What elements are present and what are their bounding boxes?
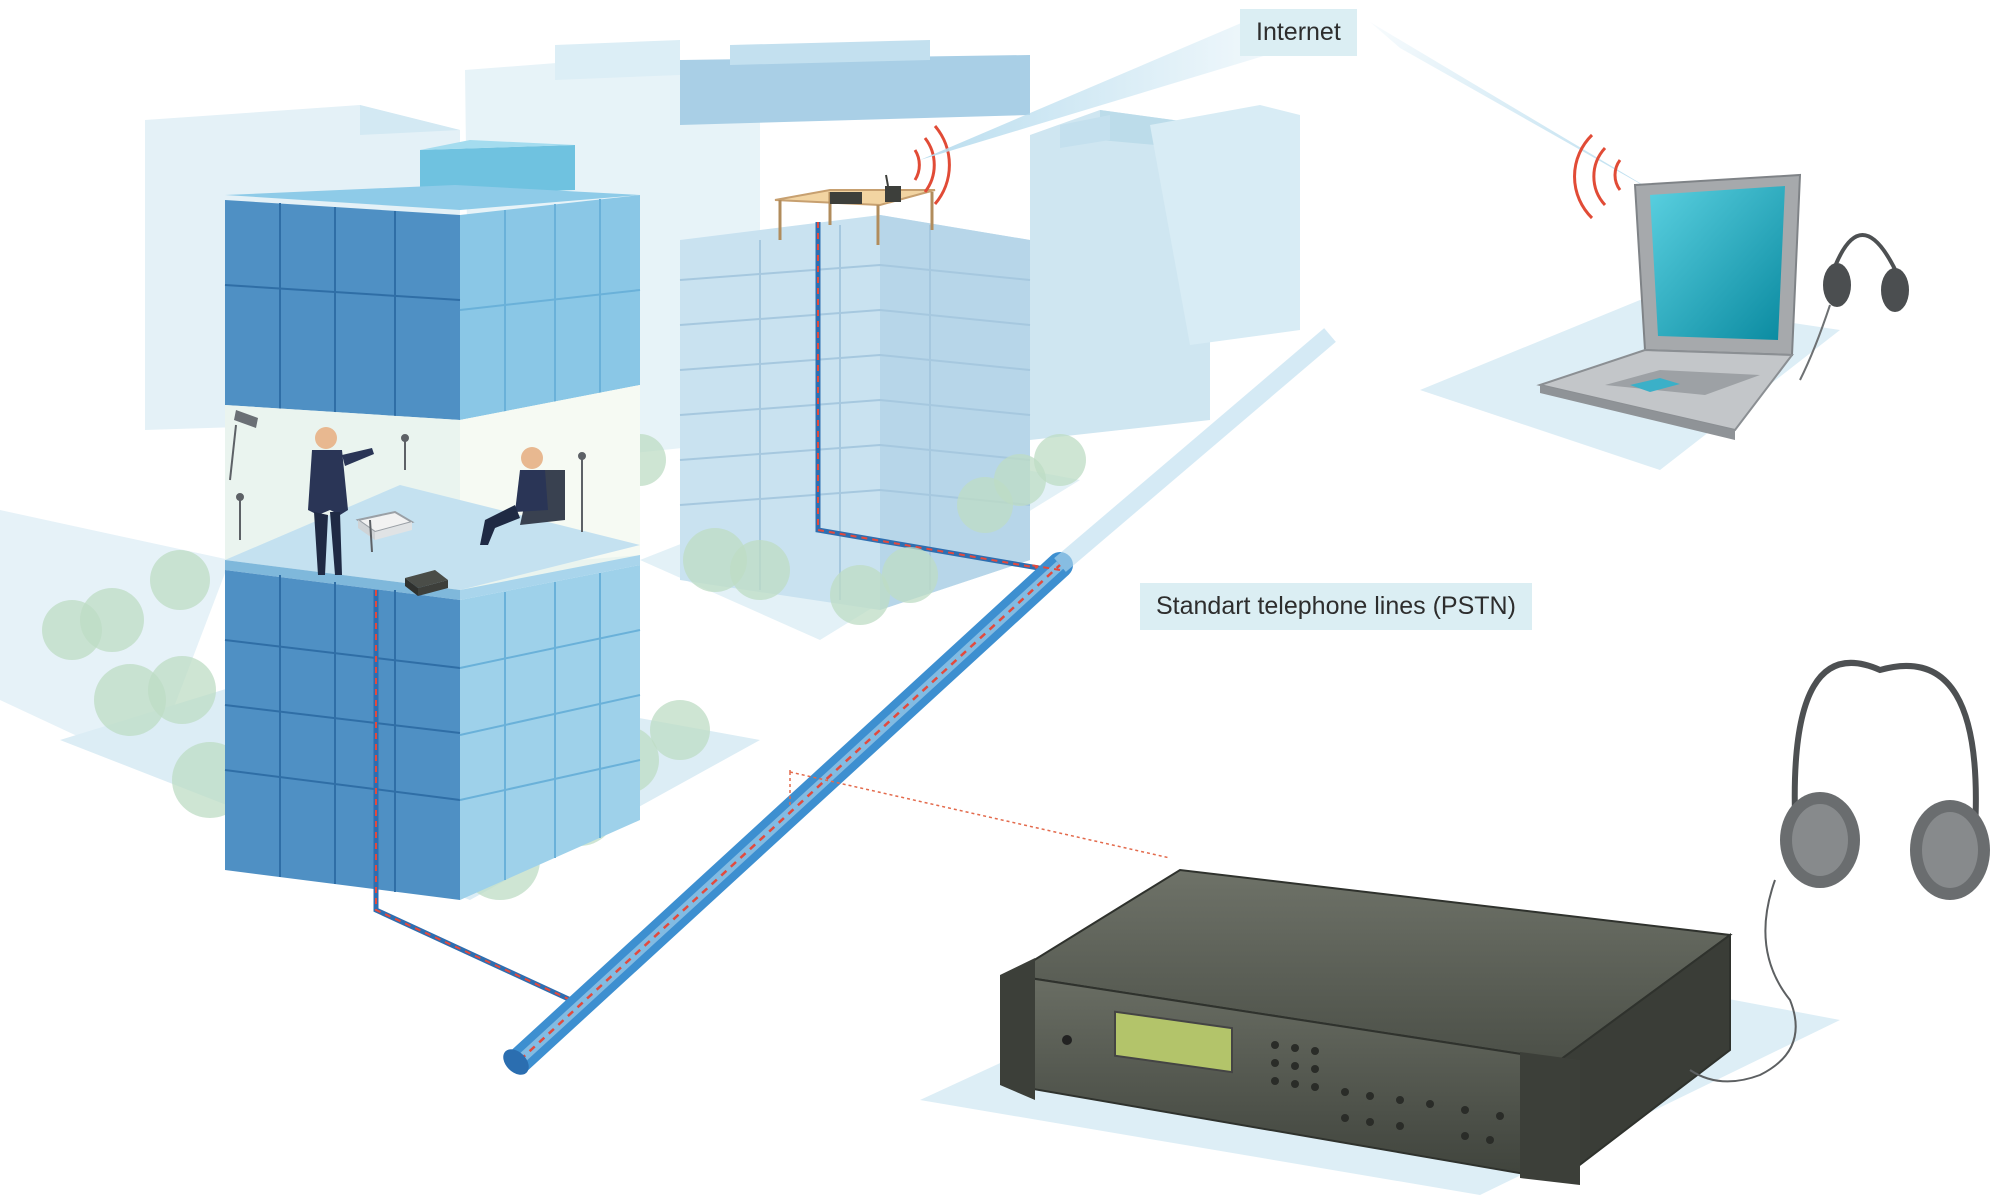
person-standing bbox=[308, 427, 374, 575]
microphone-icon bbox=[236, 434, 586, 553]
wifi-signal-icon bbox=[913, 125, 951, 205]
leader-line bbox=[789, 770, 1171, 859]
beam-right bbox=[1370, 22, 1660, 195]
router-icon bbox=[830, 174, 901, 204]
recorder-box-icon bbox=[405, 570, 448, 596]
pstn-cable bbox=[503, 328, 1336, 1075]
laptop-icon bbox=[1536, 133, 1802, 440]
office-building-1 bbox=[224, 140, 641, 900]
headphones-icon bbox=[1799, 233, 1909, 381]
beam-left bbox=[920, 15, 1290, 160]
pstn-label: Standart telephone lines (PSTN) bbox=[1140, 583, 1532, 630]
person-seated bbox=[480, 447, 565, 545]
internet-label: Internet bbox=[1240, 9, 1357, 56]
recorder-device bbox=[1000, 868, 1733, 1185]
camera-icon bbox=[229, 410, 258, 481]
headphones-icon bbox=[1689, 659, 1990, 1083]
